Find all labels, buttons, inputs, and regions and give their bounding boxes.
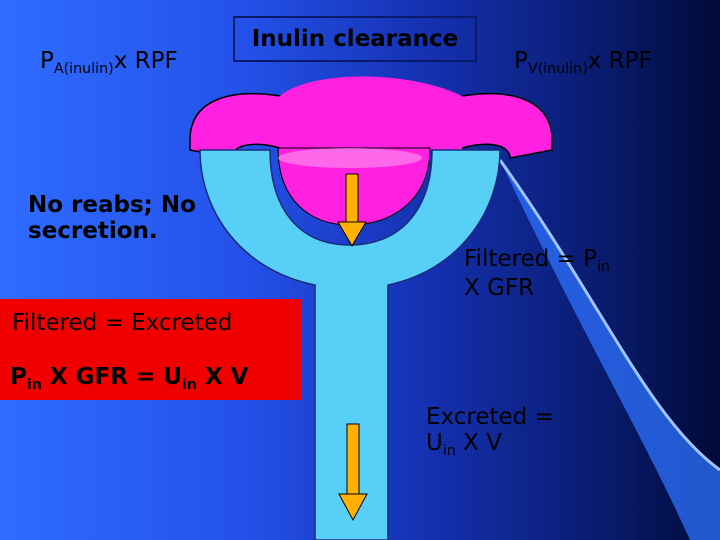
equation-filtered-excreted: Filtered = Excreted bbox=[12, 310, 232, 336]
filtered-sub: in bbox=[596, 258, 610, 275]
title-text: Inulin clearance bbox=[251, 26, 459, 52]
excreted-suffix: X V bbox=[455, 430, 502, 457]
afferent-plasma-label: PA(inulin)x RPF bbox=[40, 48, 178, 77]
filtered-label: Filtered = Pin X GFR bbox=[464, 246, 610, 302]
eq2-p-sub: in bbox=[26, 376, 42, 393]
filtration-arrow-shaft bbox=[345, 173, 359, 225]
equation-box bbox=[0, 299, 301, 400]
filtration-arrow-head bbox=[337, 221, 367, 247]
excreted-label: Excreted = Uin X V bbox=[426, 404, 554, 460]
filtered-line2: X GFR bbox=[464, 275, 535, 302]
equation-clearance: Pin X GFR = Uin X V bbox=[10, 364, 249, 393]
equation1-text: Filtered = Excreted bbox=[12, 310, 233, 336]
pa-sub: A(inulin) bbox=[53, 60, 114, 77]
glomerulus-shine bbox=[278, 148, 422, 168]
background-curve-edge bbox=[498, 159, 720, 472]
excretion-arrow-shaft bbox=[346, 423, 360, 497]
pv-suffix: x RPF bbox=[587, 48, 652, 74]
vessel-top bbox=[280, 76, 462, 150]
no-reabs-line2: secretion. bbox=[28, 218, 158, 245]
eq2-mid: X GFR = U bbox=[41, 364, 182, 390]
efferent-plasma-label: PV(inulin)x RPF bbox=[514, 48, 652, 77]
excreted-main: U bbox=[426, 430, 443, 457]
excreted-sub: in bbox=[442, 443, 456, 460]
eq2-u-sub: in bbox=[181, 376, 197, 393]
pa-suffix: x RPF bbox=[113, 48, 178, 74]
pv-main: P bbox=[514, 48, 528, 74]
pv-sub: V(inulin) bbox=[527, 60, 588, 77]
page-title: Inulin clearance bbox=[233, 16, 477, 62]
eq2-end: X V bbox=[196, 364, 249, 390]
bowmans-capsule bbox=[199, 149, 501, 540]
excreted-line1: Excreted = bbox=[426, 404, 554, 430]
filtered-line1: Filtered = P bbox=[464, 246, 597, 272]
excretion-arrow-head bbox=[338, 493, 368, 522]
pa-main: P bbox=[40, 48, 54, 74]
eq2-p: P bbox=[10, 364, 27, 390]
no-reabs-line1: No reabs; No bbox=[28, 192, 196, 218]
no-reabsorption-note: No reabs; No secretion. bbox=[28, 192, 196, 245]
background-curve bbox=[500, 160, 720, 540]
